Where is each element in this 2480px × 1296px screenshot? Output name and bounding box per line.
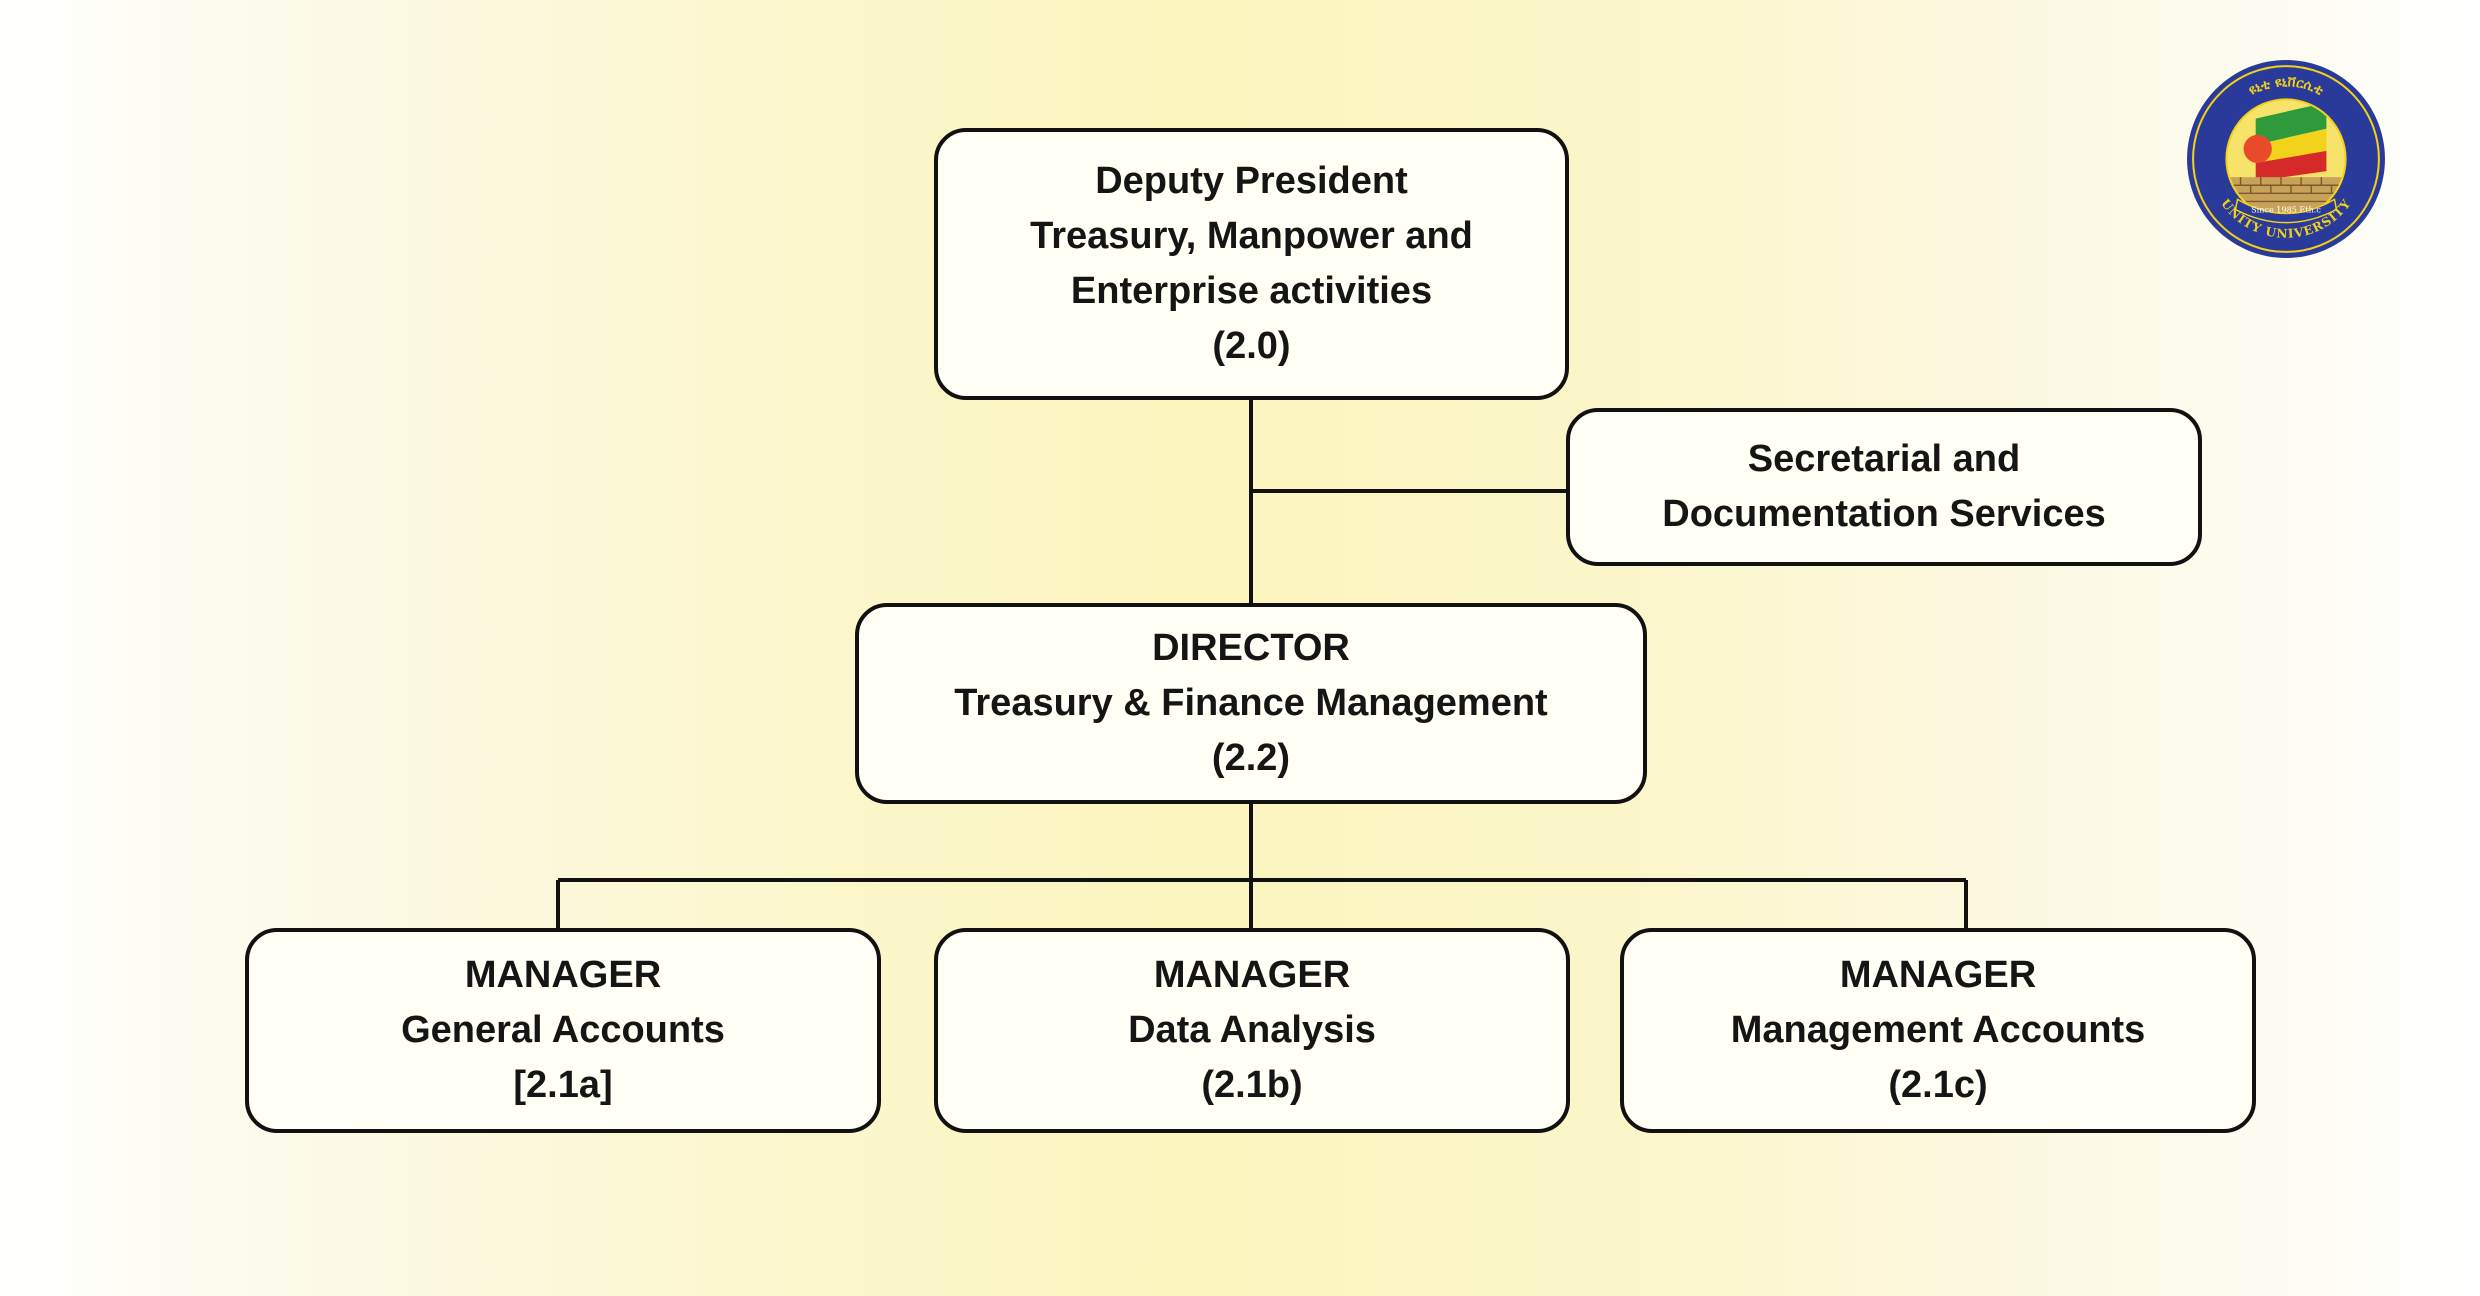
manager-title: MANAGER	[1839, 954, 2037, 996]
manager-code: (2.1c)	[1888, 1064, 1988, 1106]
director-title: DIRECTOR	[1152, 627, 1350, 669]
manager-management-accounts-box: MANAGER Management Accounts (2.1c)	[1620, 928, 2256, 1133]
manager-code: (2.1b)	[1201, 1064, 1303, 1106]
director-box: DIRECTOR Treasury & Finance Management (…	[855, 603, 1647, 804]
director-code: (2.2)	[1211, 737, 1291, 779]
secretarial-line-1: Secretarial and	[1747, 438, 2021, 480]
director-unit: Treasury & Finance Management	[954, 682, 1548, 724]
manager-title: MANAGER	[1153, 954, 1351, 996]
deputy-title: Deputy President	[1095, 160, 1408, 202]
manager-data-analysis-box: MANAGER Data Analysis (2.1b)	[934, 928, 1570, 1133]
secretarial-box: Secretarial and Documentation Services	[1566, 408, 2202, 566]
manager-code: [2.1a]	[513, 1064, 613, 1106]
svg-text:ዩኒቲ ዩኒቨርሲቲ: ዩኒቲ ዩኒቨርሲቲ	[2247, 75, 2326, 98]
deputy-president-box: Deputy President Treasury, Manpower and …	[934, 128, 1569, 400]
deputy-code: (2.0)	[1212, 325, 1291, 367]
logo-since-text: Since 1985 Eth.c	[2251, 205, 2321, 215]
deputy-subtitle-1: Treasury, Manpower and	[1030, 215, 1473, 257]
manager-title: MANAGER	[464, 954, 662, 996]
manager-unit: General Accounts	[401, 1009, 725, 1051]
manager-general-accounts-box: MANAGER General Accounts [2.1a]	[245, 928, 881, 1133]
logo-top-text: ዩኒቲ ዩኒቨርሲቲ	[2247, 75, 2326, 98]
manager-unit: Data Analysis	[1128, 1009, 1376, 1051]
unity-university-logo: Since 1985 Eth.c ዩኒቲ ዩኒቨርሲቲ UNITY UNIVER…	[2187, 60, 2385, 258]
deputy-subtitle-2: Enterprise activities	[1070, 270, 1433, 312]
secretarial-line-2: Documentation Services	[1662, 493, 2106, 535]
manager-unit: Management Accounts	[1730, 1009, 2146, 1051]
